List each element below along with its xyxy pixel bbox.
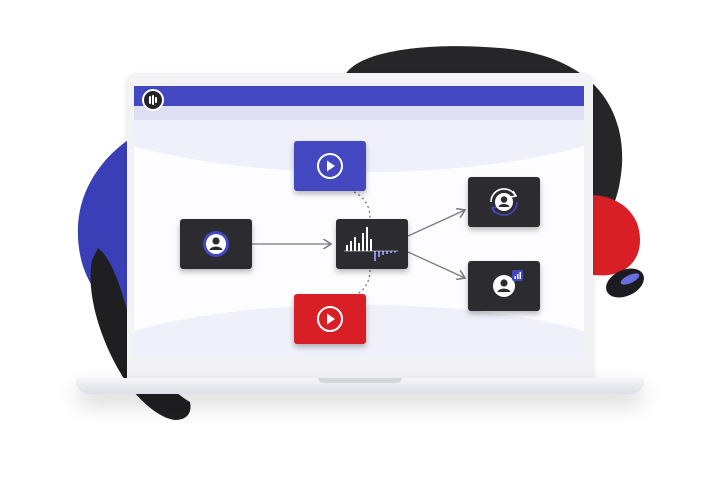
red-blob — [590, 195, 640, 276]
black-swoosh — [90, 248, 191, 420]
play-circle-icon — [317, 306, 343, 332]
user-refresh-icon — [490, 188, 518, 216]
user-avatar-icon — [203, 231, 229, 257]
mixer-node — [336, 219, 408, 269]
laptop-screen — [134, 86, 584, 358]
waveform-icon — [344, 227, 398, 261]
video-node-bottom — [294, 294, 366, 344]
video-top-dotted-link — [353, 191, 371, 219]
output-node-bottom — [468, 261, 540, 311]
video-node-top — [294, 141, 366, 191]
mixer-to-output-top-arrow — [407, 210, 465, 237]
play-circle-icon — [317, 153, 343, 179]
audio-wave-logo-icon — [142, 89, 164, 111]
user-analytics-icon — [493, 270, 523, 297]
app-top-bar — [134, 86, 584, 106]
app-top-bar-shade — [134, 106, 584, 120]
laptop-base-notch — [318, 378, 402, 383]
small-stone-highlight — [620, 273, 640, 285]
flow-connectors — [252, 191, 584, 297]
video-bottom-dotted-link — [353, 269, 371, 297]
source-user-node — [180, 219, 252, 269]
laptop-base — [76, 378, 644, 394]
output-node-top — [468, 177, 540, 227]
mixer-to-output-bottom-arrow — [407, 251, 465, 278]
